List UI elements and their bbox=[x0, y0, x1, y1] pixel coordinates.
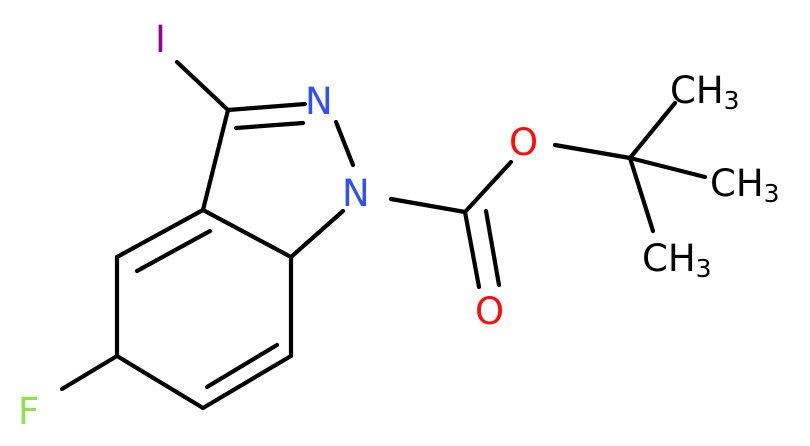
bond-ccarbonyl-o-carbonyl-2 bbox=[483, 208, 502, 288]
atom-methyl-3: CH3 bbox=[642, 237, 712, 283]
bond-n2-n1 bbox=[333, 119, 356, 168]
bond-c5-f bbox=[59, 353, 120, 392]
atom-n2: N bbox=[305, 80, 333, 123]
bond-n1-ccarbonyl bbox=[388, 196, 468, 215]
bond-ccarbonyl-o-ester bbox=[462, 159, 514, 215]
bond-c6-c7 bbox=[200, 353, 294, 411]
bond-n1-c7a bbox=[288, 208, 346, 260]
atom-methyl-1: CH3 bbox=[670, 69, 740, 115]
bond-c3a-c4 bbox=[114, 207, 206, 260]
bond-c3-n2 bbox=[225, 101, 308, 113]
bond-c5-c6 bbox=[114, 353, 206, 411]
atom-o-ester: O bbox=[509, 121, 538, 164]
bond-c7a-c3a bbox=[200, 207, 294, 260]
atom-o-carbonyl: O bbox=[475, 290, 504, 333]
bond-o-ester-cquat bbox=[552, 142, 633, 161]
bond-c3-n2-inner bbox=[233, 120, 306, 131]
bond-c3-i bbox=[174, 59, 231, 113]
atom-n1: N bbox=[342, 172, 370, 215]
bond-cquat-me1 bbox=[627, 100, 678, 161]
bond-c3a-c4-inner bbox=[134, 228, 213, 274]
bond-ccarbonyl-o-carbonyl bbox=[462, 209, 482, 290]
bond-c3a-c3 bbox=[200, 107, 231, 213]
atom-fluorine: F bbox=[18, 390, 39, 433]
bond-layer bbox=[59, 59, 708, 411]
atom-methyl-2: CH3 bbox=[710, 162, 780, 208]
bond-cquat-me2 bbox=[627, 155, 708, 180]
atom-iodine: I bbox=[155, 18, 166, 61]
bond-cquat-me3 bbox=[627, 155, 656, 234]
atom-label-layer: I N N O O F CH3 CH3 CH3 bbox=[18, 18, 780, 433]
bond-c6-c7-inner bbox=[204, 342, 280, 390]
